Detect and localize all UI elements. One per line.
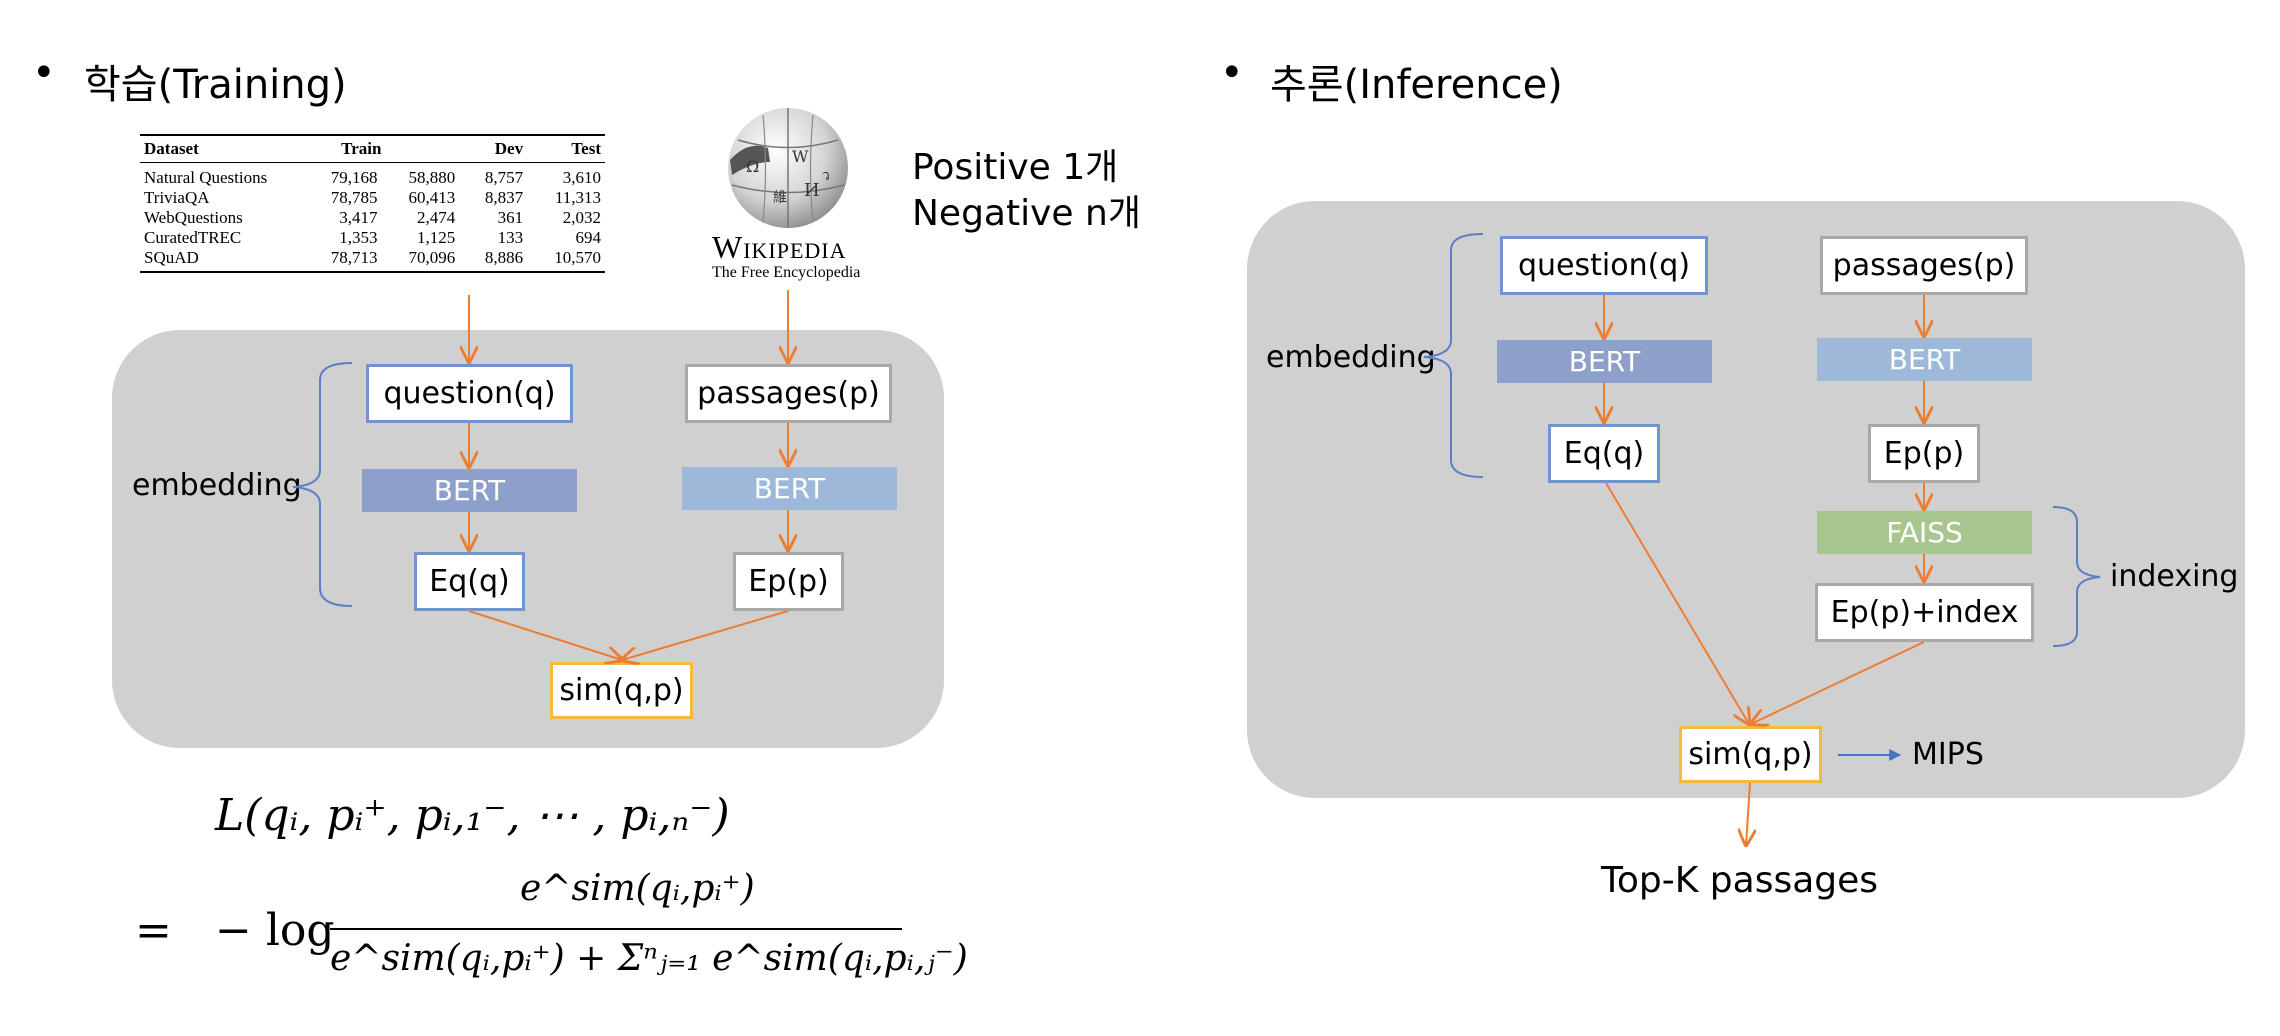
- arrow-eq-to-sim: [468, 610, 622, 660]
- loss-numerator: e^sim(qᵢ,pᵢ⁺): [520, 868, 755, 909]
- table-cell: 2,032: [562, 208, 601, 227]
- inference-eq-box: Eq(q): [1548, 424, 1660, 483]
- training-embedding-brace: [292, 362, 353, 607]
- table-cell: 8,757: [484, 168, 524, 187]
- wikipedia-globe-icon: Ω W И 維 ว: [728, 108, 848, 228]
- table-cell: TriviaQA: [144, 188, 210, 207]
- arrow-inf-eq-to-sim: [1605, 482, 1749, 724]
- dataset-table: Dataset Train Dev Test Natural Questions…: [140, 134, 605, 273]
- wikipedia-tagline: The Free Encyclopedia: [712, 264, 861, 281]
- table-row: CuratedTREC 1,353 1,125 133 694: [140, 228, 605, 248]
- training-eq-box: Eq(q): [414, 552, 525, 611]
- inference-title: 추론(Inference): [1270, 62, 1563, 108]
- arrow-inf-index-to-sim: [1751, 641, 1925, 724]
- arrow-ep-to-sim: [622, 610, 789, 660]
- table-row: Natural Questions 79,168 58,880 8,757 3,…: [140, 163, 605, 189]
- inference-bert-q: BERT: [1497, 340, 1712, 383]
- inference-ep-box: Ep(p): [1868, 424, 1980, 483]
- table-cell: 8,886: [459, 248, 528, 273]
- table-cell: 11,313: [554, 188, 601, 207]
- inference-faiss: FAISS: [1817, 511, 2032, 554]
- table-row: TriviaQA 78,785 60,413 8,837 11,313: [140, 188, 605, 208]
- table-cell: SQuAD: [140, 248, 308, 273]
- training-embedding-label: embedding: [132, 468, 302, 503]
- training-bert-q: BERT: [362, 469, 577, 512]
- table-header-cell: Dev: [459, 134, 528, 163]
- inference-mips-label: MIPS: [1912, 737, 1984, 772]
- table-header-cell: Test: [527, 134, 605, 163]
- training-bullet: •: [32, 50, 56, 96]
- table-cell: CuratedTREC: [144, 228, 242, 247]
- table-row: SQuAD 78,713 70,096 8,886 10,570: [140, 248, 605, 273]
- loss-neglog: − log: [215, 905, 335, 956]
- inference-passages-box: passages(p): [1820, 236, 2028, 295]
- training-bert-p: BERT: [682, 467, 897, 510]
- table-row: WebQuestions 3,417 2,474 361 2,032: [140, 208, 605, 228]
- table-cell: 133: [497, 228, 524, 247]
- loss-denominator: e^sim(qᵢ,pᵢ⁺) + Σⁿⱼ₌₁ e^sim(qᵢ,pᵢ,ⱼ⁻): [330, 938, 968, 979]
- table-cell: 79,168: [330, 168, 378, 187]
- training-question-box: question(q): [366, 364, 573, 423]
- table-cell: 78,713: [307, 248, 382, 273]
- inference-panel: [1247, 201, 2245, 798]
- table-cell: 1,125: [417, 228, 456, 247]
- svg-text:維: 維: [773, 190, 787, 206]
- table-cell: Natural Questions: [144, 168, 268, 187]
- loss-fraction-bar: [330, 928, 902, 930]
- table-cell: 78,785: [330, 188, 378, 207]
- table-cell: WebQuestions: [144, 208, 243, 227]
- inference-sim-box: sim(q,p): [1679, 726, 1822, 783]
- training-sim-box: sim(q,p): [550, 662, 693, 719]
- table-cell: 361: [497, 208, 524, 227]
- arrow-inf-sim-to-topk: [1746, 782, 1750, 845]
- training-ep-box: Ep(p): [733, 552, 844, 611]
- inference-indexing-label: indexing: [2110, 559, 2239, 594]
- table-cell: 2,474: [417, 208, 456, 227]
- table-cell: 58,880: [408, 168, 456, 187]
- inference-ep-index-box: Ep(p)+index: [1815, 583, 2034, 642]
- table-cell: 694: [575, 228, 602, 247]
- table-cell: 10,570: [527, 248, 605, 273]
- svg-text:ว: ว: [822, 168, 830, 184]
- inference-question-box: question(q): [1500, 236, 1708, 295]
- table-header-cell: Train: [307, 134, 382, 163]
- loss-line1: L(qᵢ, pᵢ⁺, pᵢ,₁⁻, ⋯ , pᵢ,ₙ⁻): [215, 790, 730, 841]
- inference-embedding-label: embedding: [1266, 340, 1436, 375]
- table-cell: 1,353: [339, 228, 378, 247]
- table-cell: 8,837: [484, 188, 524, 207]
- sampling-negative: Negative n개: [912, 193, 1141, 234]
- sampling-positive: Positive 1개: [912, 147, 1119, 188]
- table-cell: 60,413: [408, 188, 456, 207]
- svg-text:И: И: [804, 180, 820, 201]
- training-passages-box: passages(p): [685, 364, 892, 423]
- table-header-cell: [381, 134, 460, 163]
- table-cell: 3,610: [562, 168, 601, 187]
- inference-indexing-brace: [2052, 506, 2101, 647]
- inference-topk-label: Top-K passages: [1601, 860, 1879, 901]
- training-title: 학습(Training): [84, 62, 347, 108]
- wikipedia-wordmark: Wikipedia: [712, 229, 847, 265]
- inference-embedding-brace: [1423, 233, 1484, 478]
- inference-bullet: •: [1220, 50, 1244, 96]
- svg-text:Ω: Ω: [746, 157, 759, 176]
- inference-bert-p: BERT: [1817, 338, 2032, 381]
- svg-text:W: W: [792, 147, 809, 166]
- table-cell: 3,417: [339, 208, 378, 227]
- table-cell: 70,096: [381, 248, 460, 273]
- loss-equals: =: [135, 905, 172, 956]
- table-header-cell: Dataset: [140, 134, 308, 163]
- dataset-table-header: Dataset Train Dev Test: [140, 134, 605, 163]
